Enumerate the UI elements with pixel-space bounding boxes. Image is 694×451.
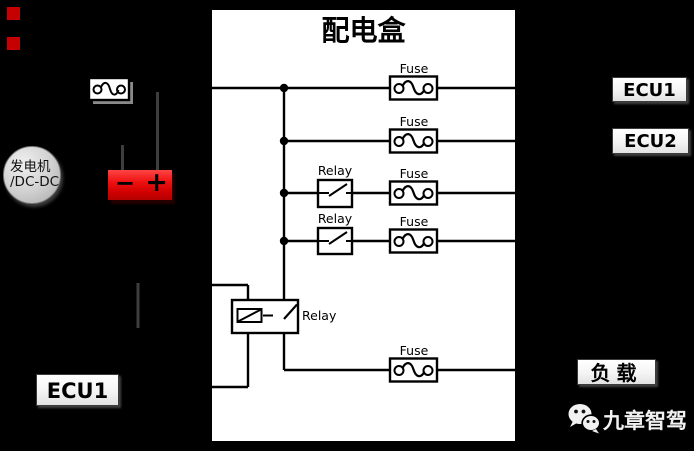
ecu1-box-bottom-left: ECU1 — [36, 374, 119, 406]
ecu2-box-right: ECU2 — [612, 128, 689, 154]
battery-minus-terminal: − — [115, 169, 136, 197]
fuse-icon — [388, 180, 439, 206]
relay-icon — [316, 226, 354, 256]
relay-assembly-icon — [230, 298, 300, 335]
fuse-label: Fuse — [399, 214, 429, 229]
relay-label: Relay — [317, 163, 353, 178]
ecu1-box-right: ECU1 — [612, 77, 687, 102]
bus-and-branch-wires — [211, 86, 516, 389]
junction-dots — [279, 83, 289, 246]
battery-icon: − + — [108, 167, 172, 200]
fuse-label: Fuse — [399, 114, 429, 129]
generator-dcdc-circle: 发电机 /DC-DC — [3, 146, 61, 204]
fuse-label: Fuse — [399, 343, 429, 358]
watermark-brand-text: 九章智驾 — [603, 409, 687, 433]
fuse-icon — [388, 357, 439, 383]
red-marker-bottom — [7, 37, 20, 50]
load-box: 负载 — [577, 359, 656, 385]
relay-switch-icons — [316, 178, 354, 256]
wechat-icon — [568, 404, 601, 434]
relay-label: Relay — [302, 308, 337, 323]
junction-dot — [279, 83, 289, 93]
generator-label-line2: /DC-DC — [10, 174, 60, 190]
relay-coil-icon — [236, 308, 263, 323]
relay-label: Relay — [317, 211, 353, 226]
junction-dot — [279, 236, 289, 246]
fuse-label: Fuse — [399, 166, 429, 181]
fuse-icon — [388, 75, 439, 101]
junction-dot — [279, 136, 289, 146]
relay-icon — [316, 178, 354, 209]
fuse-label: Fuse — [399, 61, 429, 76]
fuse-icons — [388, 75, 439, 383]
relay-blade — [283, 303, 298, 320]
fuse-icon — [388, 228, 439, 254]
fuse-icon — [388, 128, 439, 154]
external-wires — [121, 92, 159, 328]
relay-coil-loop-wire — [211, 283, 250, 389]
external-fuse-icon — [87, 76, 133, 104]
generator-label-line1: 发电机 — [10, 159, 51, 175]
battery-plus-terminal: + — [145, 167, 168, 198]
red-marker-top — [7, 7, 20, 20]
junction-dot — [279, 188, 289, 198]
